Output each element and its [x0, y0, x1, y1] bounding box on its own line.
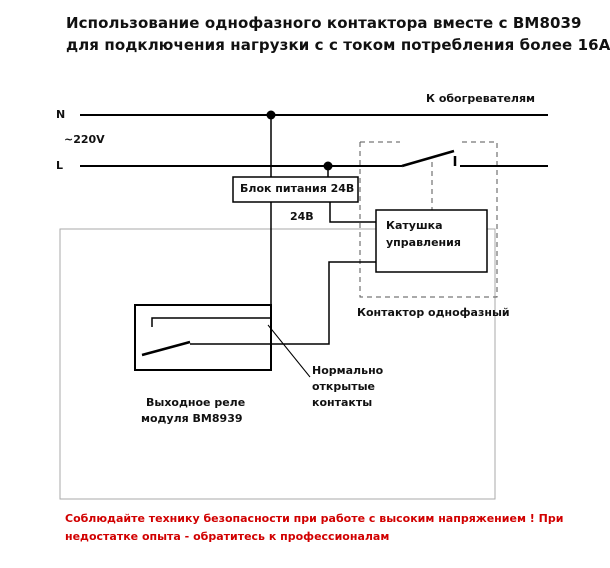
safety-warning-line-2: недостатке опыта - обратитесь к професси…: [65, 530, 390, 543]
diagram-title-line-1: Использование однофазного контактора вме…: [66, 14, 582, 32]
coil-box: [375, 209, 488, 273]
no-contacts-pointer: [267, 324, 311, 378]
module-bm8939-box: [59, 228, 496, 500]
no-contacts-line-2: открытые: [312, 380, 376, 393]
n-label: N: [56, 108, 66, 121]
diagram-title-line-2: для подключения нагрузки с с током потре…: [66, 36, 610, 54]
contactor-main-contact: [401, 149, 455, 168]
coil-label-line-1: Катушка: [386, 219, 443, 232]
no-contacts-line-3: контакты: [312, 396, 373, 409]
voltage-label: ~220V: [64, 133, 105, 146]
coil-label-line-2: управления: [386, 236, 461, 249]
relay-contact: [141, 340, 191, 357]
relay-label-line-1: Выходное реле: [146, 396, 246, 409]
to-heaters-label: К обогревателям: [426, 92, 536, 105]
power-supply-box: [232, 176, 359, 203]
voltage-24v-label: 24В: [290, 210, 314, 223]
safety-warning-line-1: Соблюдайте технику безопасности при рабо…: [65, 512, 564, 525]
power-supply-label: Блок питания 24В: [240, 182, 355, 195]
no-contacts-line-1: Нормально: [312, 364, 384, 377]
contactor-enclosure: [359, 141, 498, 298]
l-label: L: [56, 159, 64, 172]
relay-label-line-2: модуля ВМ8939: [141, 412, 243, 425]
relay-box: [134, 304, 272, 371]
contactor-label: Контактор однофазный: [357, 306, 510, 319]
